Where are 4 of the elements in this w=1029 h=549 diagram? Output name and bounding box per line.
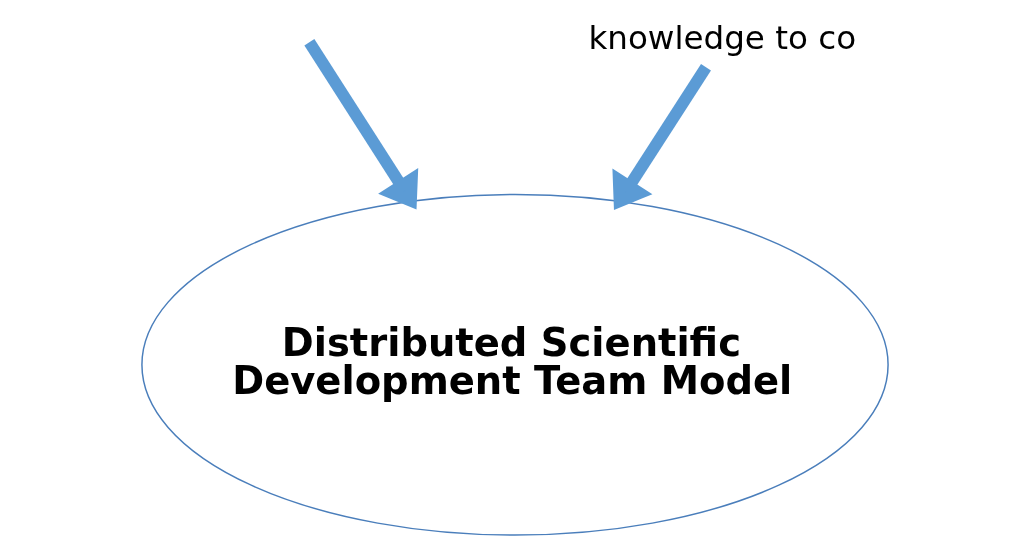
- node-ellipse: Distributed Scientific Development Team Model: [140, 193, 889, 536]
- node-text: knowledge to co: [587, 18, 856, 57]
- arrow: [303, 39, 418, 210]
- arrow: [611, 64, 711, 210]
